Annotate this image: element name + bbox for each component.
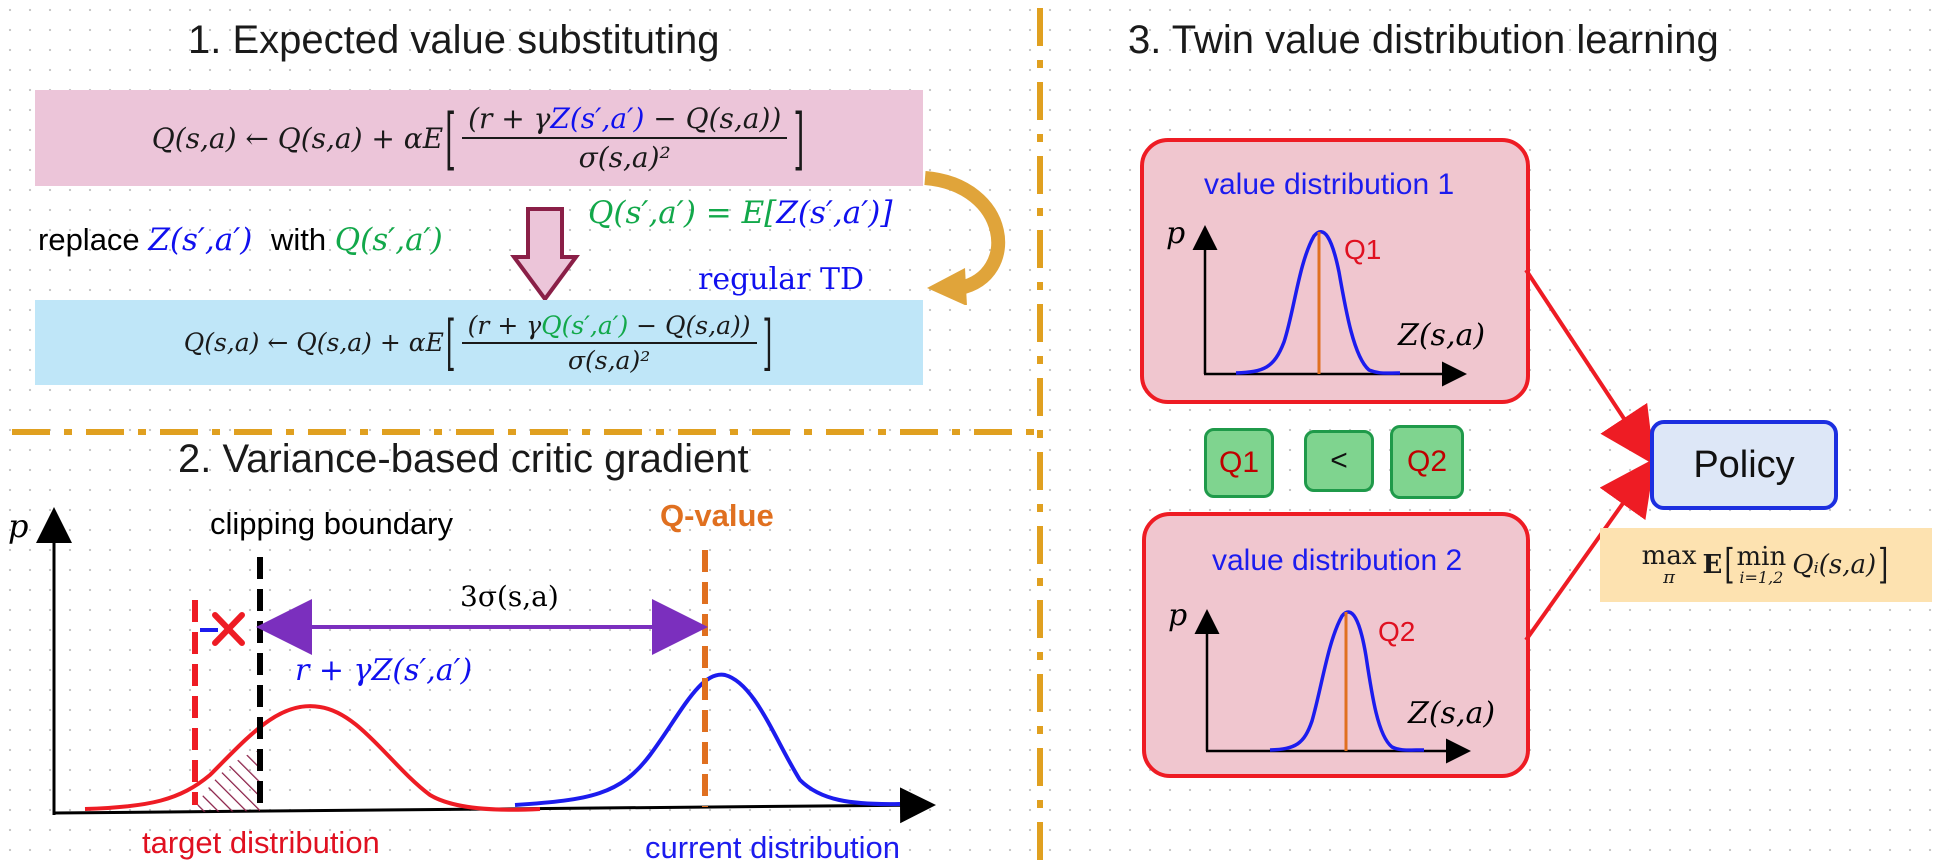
bottom-formula-num-q: Q(s′,a′) (541, 310, 629, 340)
compare-q2: Q2 (1390, 425, 1464, 499)
identity-rhs: ] (880, 195, 893, 231)
panel2-q-label: Q2 (1378, 616, 1416, 647)
top-formula-den: σ(s,a)² (578, 141, 671, 174)
policy-arrows (1524, 268, 1655, 642)
bottom-formula-box: Q(s,a) ← Q(s,a) + αE [ (r + γQ(s′,a′) − … (35, 300, 923, 385)
top-formula-num-a: (r + γ (468, 102, 551, 135)
bottom-formula-lhs: Q(s,a) ← Q(s,a) + αE (183, 328, 444, 357)
compare-q2-label: Q2 (1406, 445, 1448, 478)
compare-op-label: < (1330, 444, 1348, 477)
objective-idx: i=1,2 (1739, 568, 1784, 587)
section1-title: 1. Expected value substituting (188, 18, 720, 62)
current-distribution-curve (514, 672, 901, 807)
panel1-q-label: Q1 (1344, 234, 1382, 265)
bottom-formula-fraction: (r + γQ(s′,a′) − Q(s,a)) σ(s,a)² (461, 310, 757, 375)
section2-y-label: p (8, 507, 29, 545)
q-value-label: Q-value (660, 498, 774, 533)
replace-z: Z(s′,a′) (148, 222, 253, 258)
section3-title: 3. Twin value distribution learning (1128, 18, 1719, 62)
panel2-title: value distribution 2 (1212, 544, 1463, 577)
objective-pi: π (1663, 567, 1675, 588)
panel1-plot (1192, 225, 1467, 387)
top-formula-num-b: − Q(s,a)) (644, 102, 782, 135)
regular-td-label: regular TD (698, 262, 865, 297)
panel2-x-label: Z(s,a) (1408, 696, 1496, 731)
top-formula-box: Q(s,a) ← Q(s,a) + αE [ (r + γZ(s′,a′) − … (35, 90, 923, 186)
current-distribution-label: current distribution (645, 830, 901, 865)
top-formula-bracket-close: ] (793, 98, 805, 178)
panel2-p-label: p (1168, 598, 1188, 633)
compare-op: < (1304, 430, 1374, 492)
top-formula: Q(s,a) ← Q(s,a) + αE [ (r + γZ(s′,a′) − … (151, 98, 807, 177)
target-distribution-curve (84, 704, 541, 812)
panel1-p-label: p (1166, 216, 1186, 251)
panel2-plot (1194, 609, 1471, 764)
target-z-label: r + γZ(s′,a′) (295, 653, 473, 688)
policy-box: Policy (1650, 420, 1838, 510)
cross-icon (212, 612, 245, 646)
identity-lhs: Q(s′,a′) = E[ (588, 195, 777, 231)
value-distribution-panel-2: value distribution 2 p Q2 Z(s,a) (1142, 512, 1530, 778)
objective-e: E (1702, 550, 1723, 580)
bottom-formula-bracket-close: ] (762, 307, 773, 378)
section2-title: 2. Variance-based critic gradient (178, 437, 749, 481)
clipped-tail-hatch (195, 750, 260, 812)
compare-q1-label: Q1 (1218, 446, 1260, 479)
top-formula-fraction: (r + γZ(s′,a′) − Q(s,a)) σ(s,a)² (462, 102, 788, 174)
target-distribution-label: target distribution (142, 825, 380, 860)
replace-line: replace Z(s′,a′) with Q(s′,a′) (38, 222, 443, 258)
three-sigma-label: 3σ(s,a) (460, 580, 559, 613)
down-arrow (510, 207, 580, 303)
clipping-boundary-label: clipping boundary (210, 506, 454, 541)
bottom-formula: Q(s,a) ← Q(s,a) + αE [ (r + γQ(s′,a′) − … (183, 307, 775, 378)
panel1-x-label: Z(s,a) (1398, 318, 1486, 353)
value-distribution-panel-1: value distribution 1 p Q1 Z(s,a) (1140, 138, 1530, 404)
replace-text: replace (38, 222, 140, 257)
top-formula-num-z: Z(s′,a′) (550, 102, 645, 135)
bottom-formula-num-b: − Q(s,a)) (628, 310, 751, 340)
compare-q1: Q1 (1204, 428, 1274, 498)
objective-min: min (1736, 542, 1787, 572)
with-q: Q(s′,a′) (334, 222, 443, 258)
top-formula-bracket-open: [ (445, 98, 457, 178)
bottom-formula-bracket-open: [ (445, 307, 456, 378)
bottom-formula-den: σ(s,a)² (567, 345, 651, 375)
policy-label: Policy (1693, 443, 1795, 486)
objective-max: max (1641, 541, 1697, 571)
panel1-title: value distribution 1 (1204, 168, 1455, 201)
with-text: with (271, 222, 327, 257)
bottom-formula-num-a: (r + γ (467, 310, 542, 340)
curved-arrow (924, 171, 1006, 305)
identity-equation: Q(s′,a′) = E[Z(s′,a′)] (588, 195, 893, 231)
top-formula-lhs: Q(s,a) ← Q(s,a) + αE (151, 121, 444, 155)
objective-box: max π E [ min i=1,2 Qᵢ(s,a) ] (1600, 528, 1932, 602)
identity-z: Z(s′,a′) (776, 195, 881, 231)
objective-formula: max π E [ min i=1,2 Qᵢ(s,a) ] (1641, 541, 1889, 589)
objective-q: Qᵢ(s,a) (1792, 550, 1877, 580)
section2-plot (36, 507, 936, 824)
